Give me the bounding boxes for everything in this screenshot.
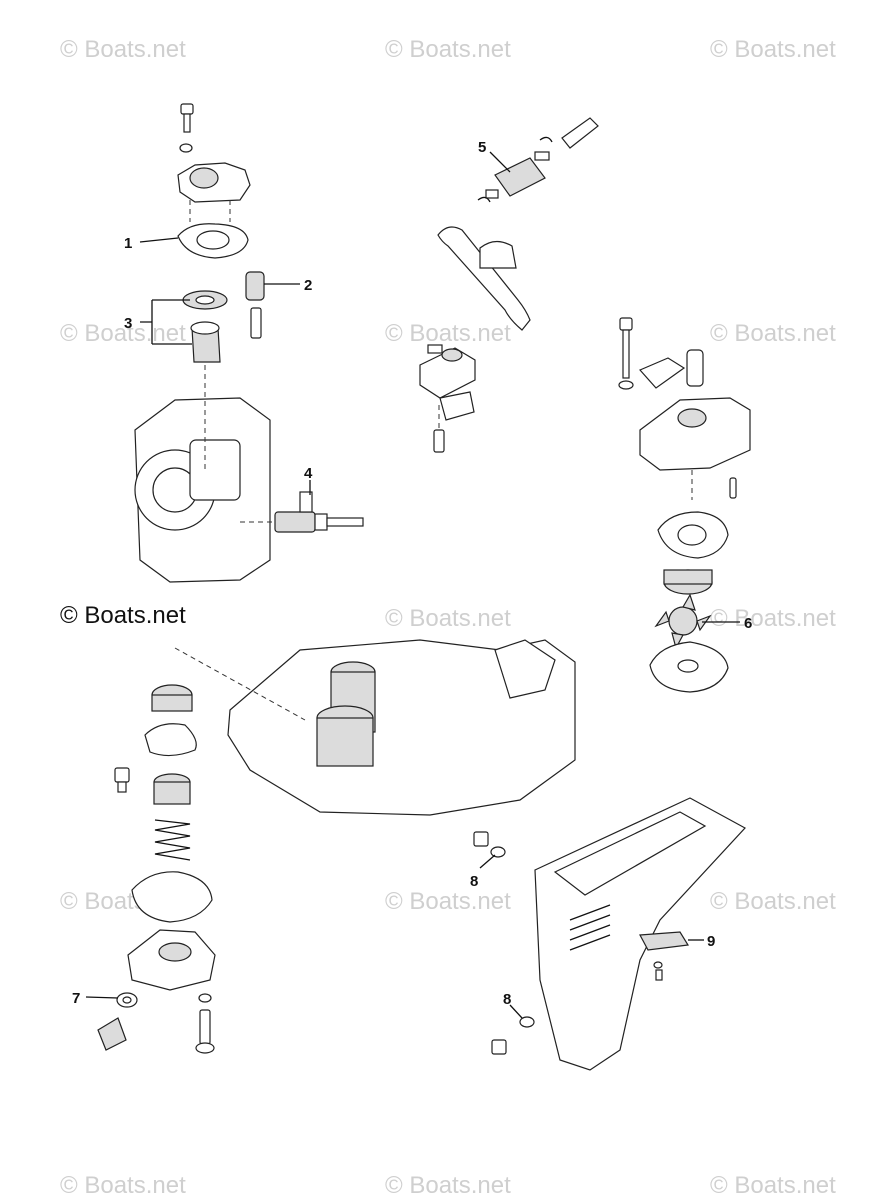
exhaust-housing (174, 639, 576, 816)
leader-line-5 (489, 151, 511, 173)
callout-1: 1 (124, 235, 132, 252)
callout-5: 5 (478, 139, 486, 156)
copyright-credit: © Boats.net (60, 602, 186, 629)
watermark: © Boats.net (60, 320, 186, 347)
leader-line-3 (140, 299, 192, 345)
leader-line-8b (509, 1004, 523, 1019)
water-pump-assembly (618, 317, 751, 693)
thermostat-assembly (134, 103, 364, 583)
leader-line-1 (139, 237, 179, 243)
watermark: © Boats.net (60, 36, 186, 63)
watermark: © Boats.net (710, 605, 836, 632)
callout-3: 3 (124, 315, 132, 332)
callout-8-bottom: 8 (503, 991, 511, 1008)
watermark: © Boats.net (710, 320, 836, 347)
watermark: © Boats.net (385, 36, 511, 63)
watermark: © Boats.net (385, 320, 511, 347)
watermark: © Boats.net (385, 605, 511, 632)
watermark: © Boats.net (60, 1172, 186, 1199)
callout-2: 2 (304, 277, 312, 294)
watermark: © Boats.net (385, 1172, 511, 1199)
oil-strainer-assembly (97, 684, 216, 1054)
watermark: © Boats.net (385, 888, 511, 915)
callout-7: 7 (72, 990, 80, 1007)
callout-9: 9 (707, 933, 715, 950)
leader-line-8a (479, 854, 496, 869)
leader-line-7 (85, 996, 119, 999)
callout-8-top: 8 (470, 873, 478, 890)
callout-4: 4 (304, 465, 313, 482)
fuel-line-assembly (419, 117, 599, 453)
impeller-icon (654, 593, 712, 650)
watermark: © Boats.net (710, 36, 836, 63)
watermark: © Boats.net (710, 1172, 836, 1199)
callout-6: 6 (744, 615, 752, 632)
lower-unit (473, 797, 746, 1071)
watermark: © Boats.net (710, 888, 836, 915)
